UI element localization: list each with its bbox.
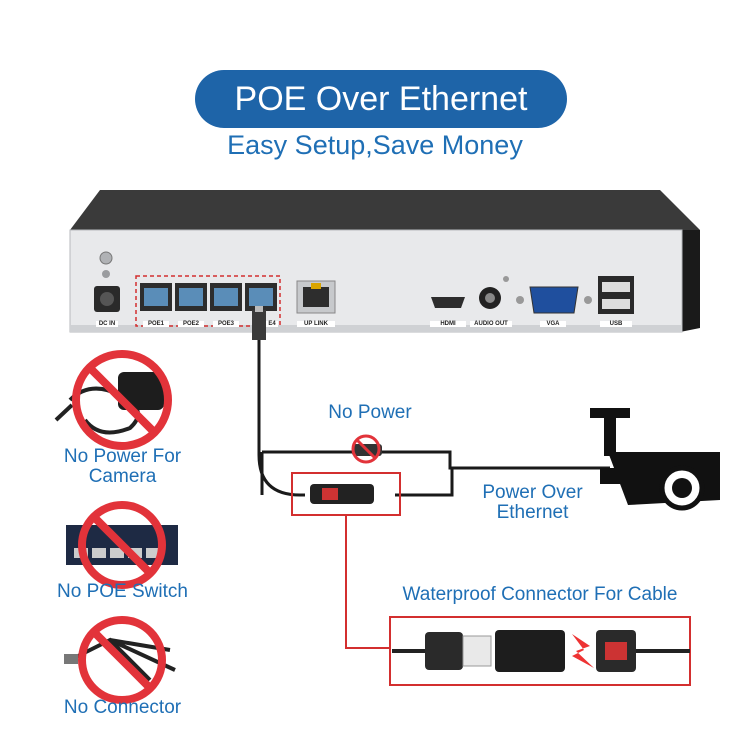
no-poe-switch-label: No POE Switch <box>57 581 188 602</box>
poe-port-1 <box>140 283 172 311</box>
poe2-label: POE2 <box>178 321 204 327</box>
uplink-label: UP LINK <box>297 321 335 327</box>
no-switch-forbidden-icon <box>78 501 166 589</box>
no-adapter-forbidden-icon <box>72 350 172 450</box>
ground-screw-icon <box>99 251 113 265</box>
page-subtitle: Easy Setup,Save Money <box>227 130 523 160</box>
poe-port-3 <box>210 283 242 311</box>
bullet-camera-icon <box>590 408 720 511</box>
nvr-side <box>680 230 700 332</box>
lightning-icon <box>572 634 594 668</box>
vga-port <box>529 286 579 314</box>
hdmi-port <box>431 297 465 308</box>
no-connector-forbidden-icon <box>78 616 166 704</box>
detail-pointer-line <box>345 515 392 649</box>
ethernet-cable <box>257 340 305 497</box>
vga-label: VGA <box>540 321 566 327</box>
poe3-label: POE3 <box>213 321 239 327</box>
hdmi-label: HDMI <box>430 321 466 327</box>
audio-out-label: AUDIO OUT <box>470 321 512 327</box>
waterproof-connector-label: Waterproof Connector For Cable <box>402 584 678 605</box>
power-over-ethernet-label: Power Over Ethernet <box>482 482 583 523</box>
no-power-forbidden-icon <box>351 434 381 464</box>
poe1-label: POE1 <box>143 321 169 327</box>
dc-in-label: DC IN <box>96 321 118 327</box>
no-power-camera-label: No Power For Camera <box>63 446 182 487</box>
poe-port-2 <box>175 283 207 311</box>
nvr-top <box>70 190 700 230</box>
poe-ports-highlight <box>135 275 281 327</box>
camera-cable <box>262 450 610 470</box>
inline-connector-icon <box>310 484 374 504</box>
rj45-plug <box>252 310 266 340</box>
poe4-label: E4 <box>266 321 278 327</box>
no-power-label: No Power <box>328 402 412 423</box>
page-title: POE Over Ethernet <box>234 79 528 118</box>
usb-label: USB <box>600 321 632 327</box>
nvr-back-panel <box>69 229 683 333</box>
no-connector-label: No Connector <box>63 697 182 718</box>
title-banner: POE Over Ethernet <box>195 70 567 128</box>
